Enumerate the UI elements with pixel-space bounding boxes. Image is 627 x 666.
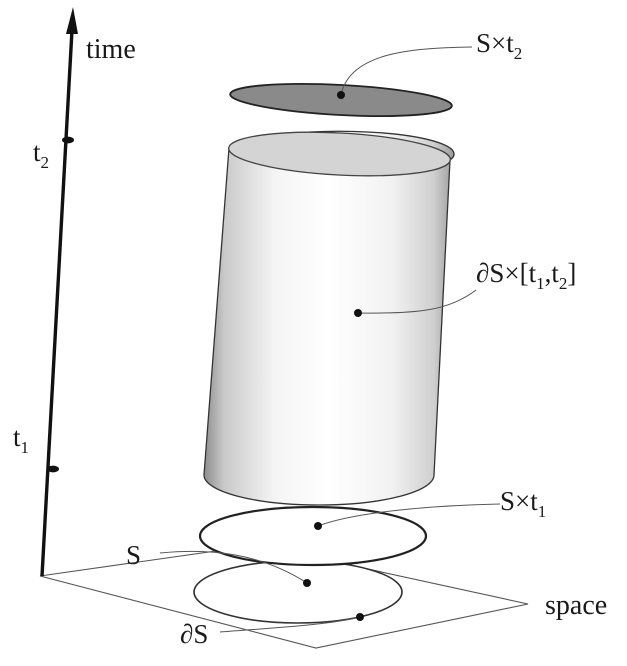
leader-region	[159, 550, 308, 584]
leader-bottom-slice	[317, 503, 501, 527]
side-surface-label: ∂S×[t1,t2]	[476, 258, 576, 293]
top-slice-label: S×t2	[476, 28, 522, 63]
space-axis-label: space	[545, 590, 607, 621]
time-axis-label: time	[86, 34, 136, 65]
time-axis	[40, 29, 74, 577]
tick-t1	[47, 465, 59, 473]
dot-region	[303, 579, 311, 587]
time-axis-arrowhead	[66, 7, 78, 34]
dot-top-slice	[337, 91, 345, 99]
dot-boundary	[356, 613, 364, 621]
cylinder-top-cap	[227, 131, 452, 177]
leader-boundary	[219, 616, 361, 633]
leader-side-surface	[357, 289, 477, 314]
boundary-label: ∂S	[180, 619, 208, 649]
boundary-ellipse	[193, 560, 403, 624]
dot-bottom-slice	[314, 522, 322, 530]
tick-label-t1: t1	[13, 422, 29, 457]
region-label: S	[126, 540, 141, 570]
tick-label-t2: t2	[33, 137, 49, 172]
cylinder-surface	[203, 130, 455, 506]
dot-side-surface	[354, 309, 362, 317]
bottom-slice-label: S×t1	[500, 486, 546, 521]
space-plane	[39, 544, 529, 649]
leader-top-slice	[340, 46, 473, 96]
tick-t2	[62, 136, 74, 144]
top-slice-disc	[229, 83, 453, 117]
bottom-slice-disc	[198, 505, 428, 567]
